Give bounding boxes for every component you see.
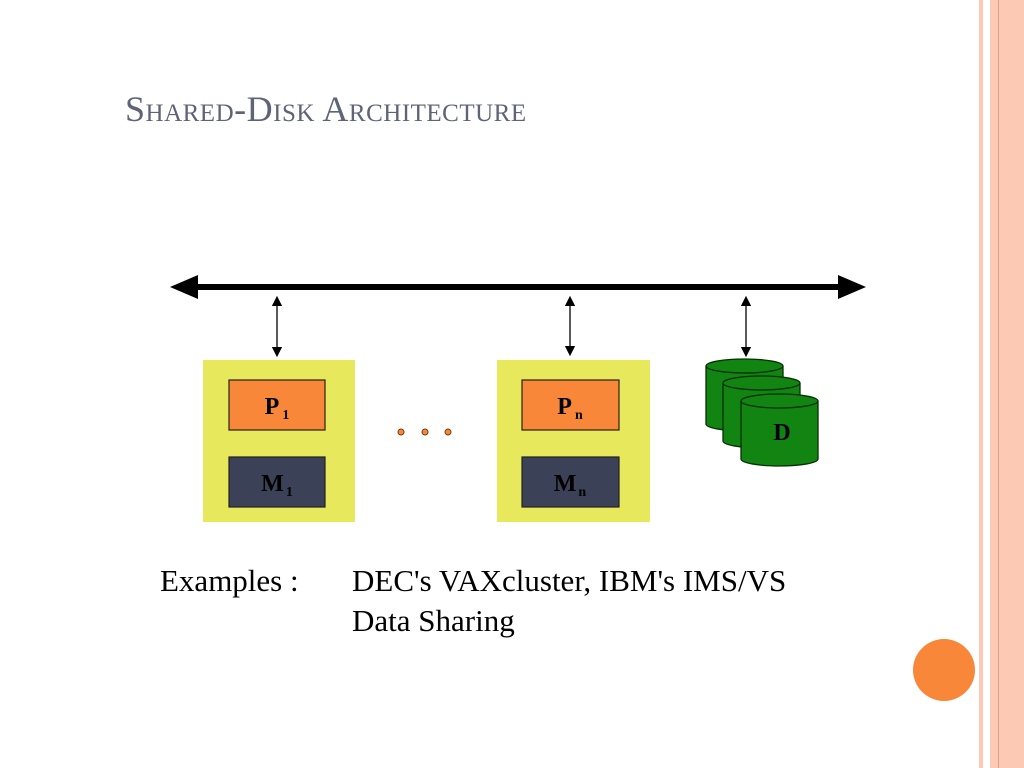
examples-label: Examples :: [160, 563, 299, 598]
svg-text:Mn: Mn: [554, 471, 587, 500]
examples-line-2: Data Sharing: [352, 603, 515, 638]
svg-text:P1: P1: [265, 394, 290, 423]
decorative-orange-circle: [913, 639, 975, 701]
svg-text:Pn: Pn: [557, 394, 583, 423]
decorative-stripe-thin: [979, 0, 983, 768]
processor-box-n: [521, 379, 620, 431]
ellipsis-dots: [397, 428, 452, 436]
decorative-stripe-wide: [990, 0, 1024, 768]
memory-box-n: [521, 456, 620, 508]
interconnect-bus: [170, 275, 866, 299]
decorative-stripe-line: [998, 0, 999, 768]
examples-line-1: DEC's VAXcluster, IBM's IMS/VS: [352, 563, 787, 598]
slide-title: Shared-Disk Architecture: [125, 89, 527, 129]
disk-label: D: [773, 420, 790, 446]
disk-stack-icon: [705, 358, 819, 467]
memory-box-1: [228, 456, 326, 508]
svg-text:M1: M1: [261, 471, 293, 500]
processor-box-1: [228, 379, 326, 431]
